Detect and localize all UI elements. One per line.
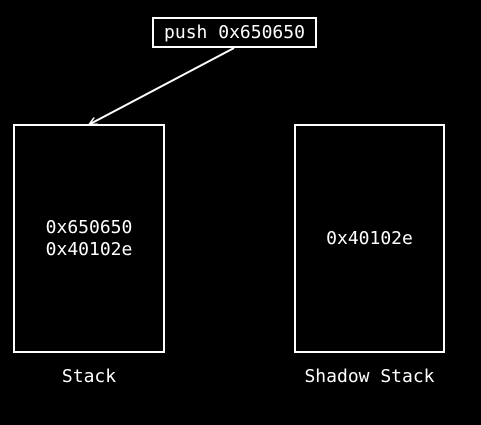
stack-entry: 0x650650 bbox=[45, 216, 133, 238]
shadow-stack-box: 0x40102e bbox=[294, 124, 445, 353]
push-instruction-box: push 0x650650 bbox=[152, 17, 317, 48]
stack-caption: Stack bbox=[61, 366, 117, 387]
shadow-stack-entry: 0x40102e bbox=[326, 227, 413, 249]
shadow-stack-caption: Shadow Stack bbox=[304, 366, 435, 387]
stack-box: 0x650650 0x40102e bbox=[13, 124, 165, 353]
push-instruction-label: push 0x650650 bbox=[164, 22, 305, 43]
arrow-line bbox=[90, 47, 235, 124]
stack-entry: 0x40102e bbox=[45, 238, 133, 260]
